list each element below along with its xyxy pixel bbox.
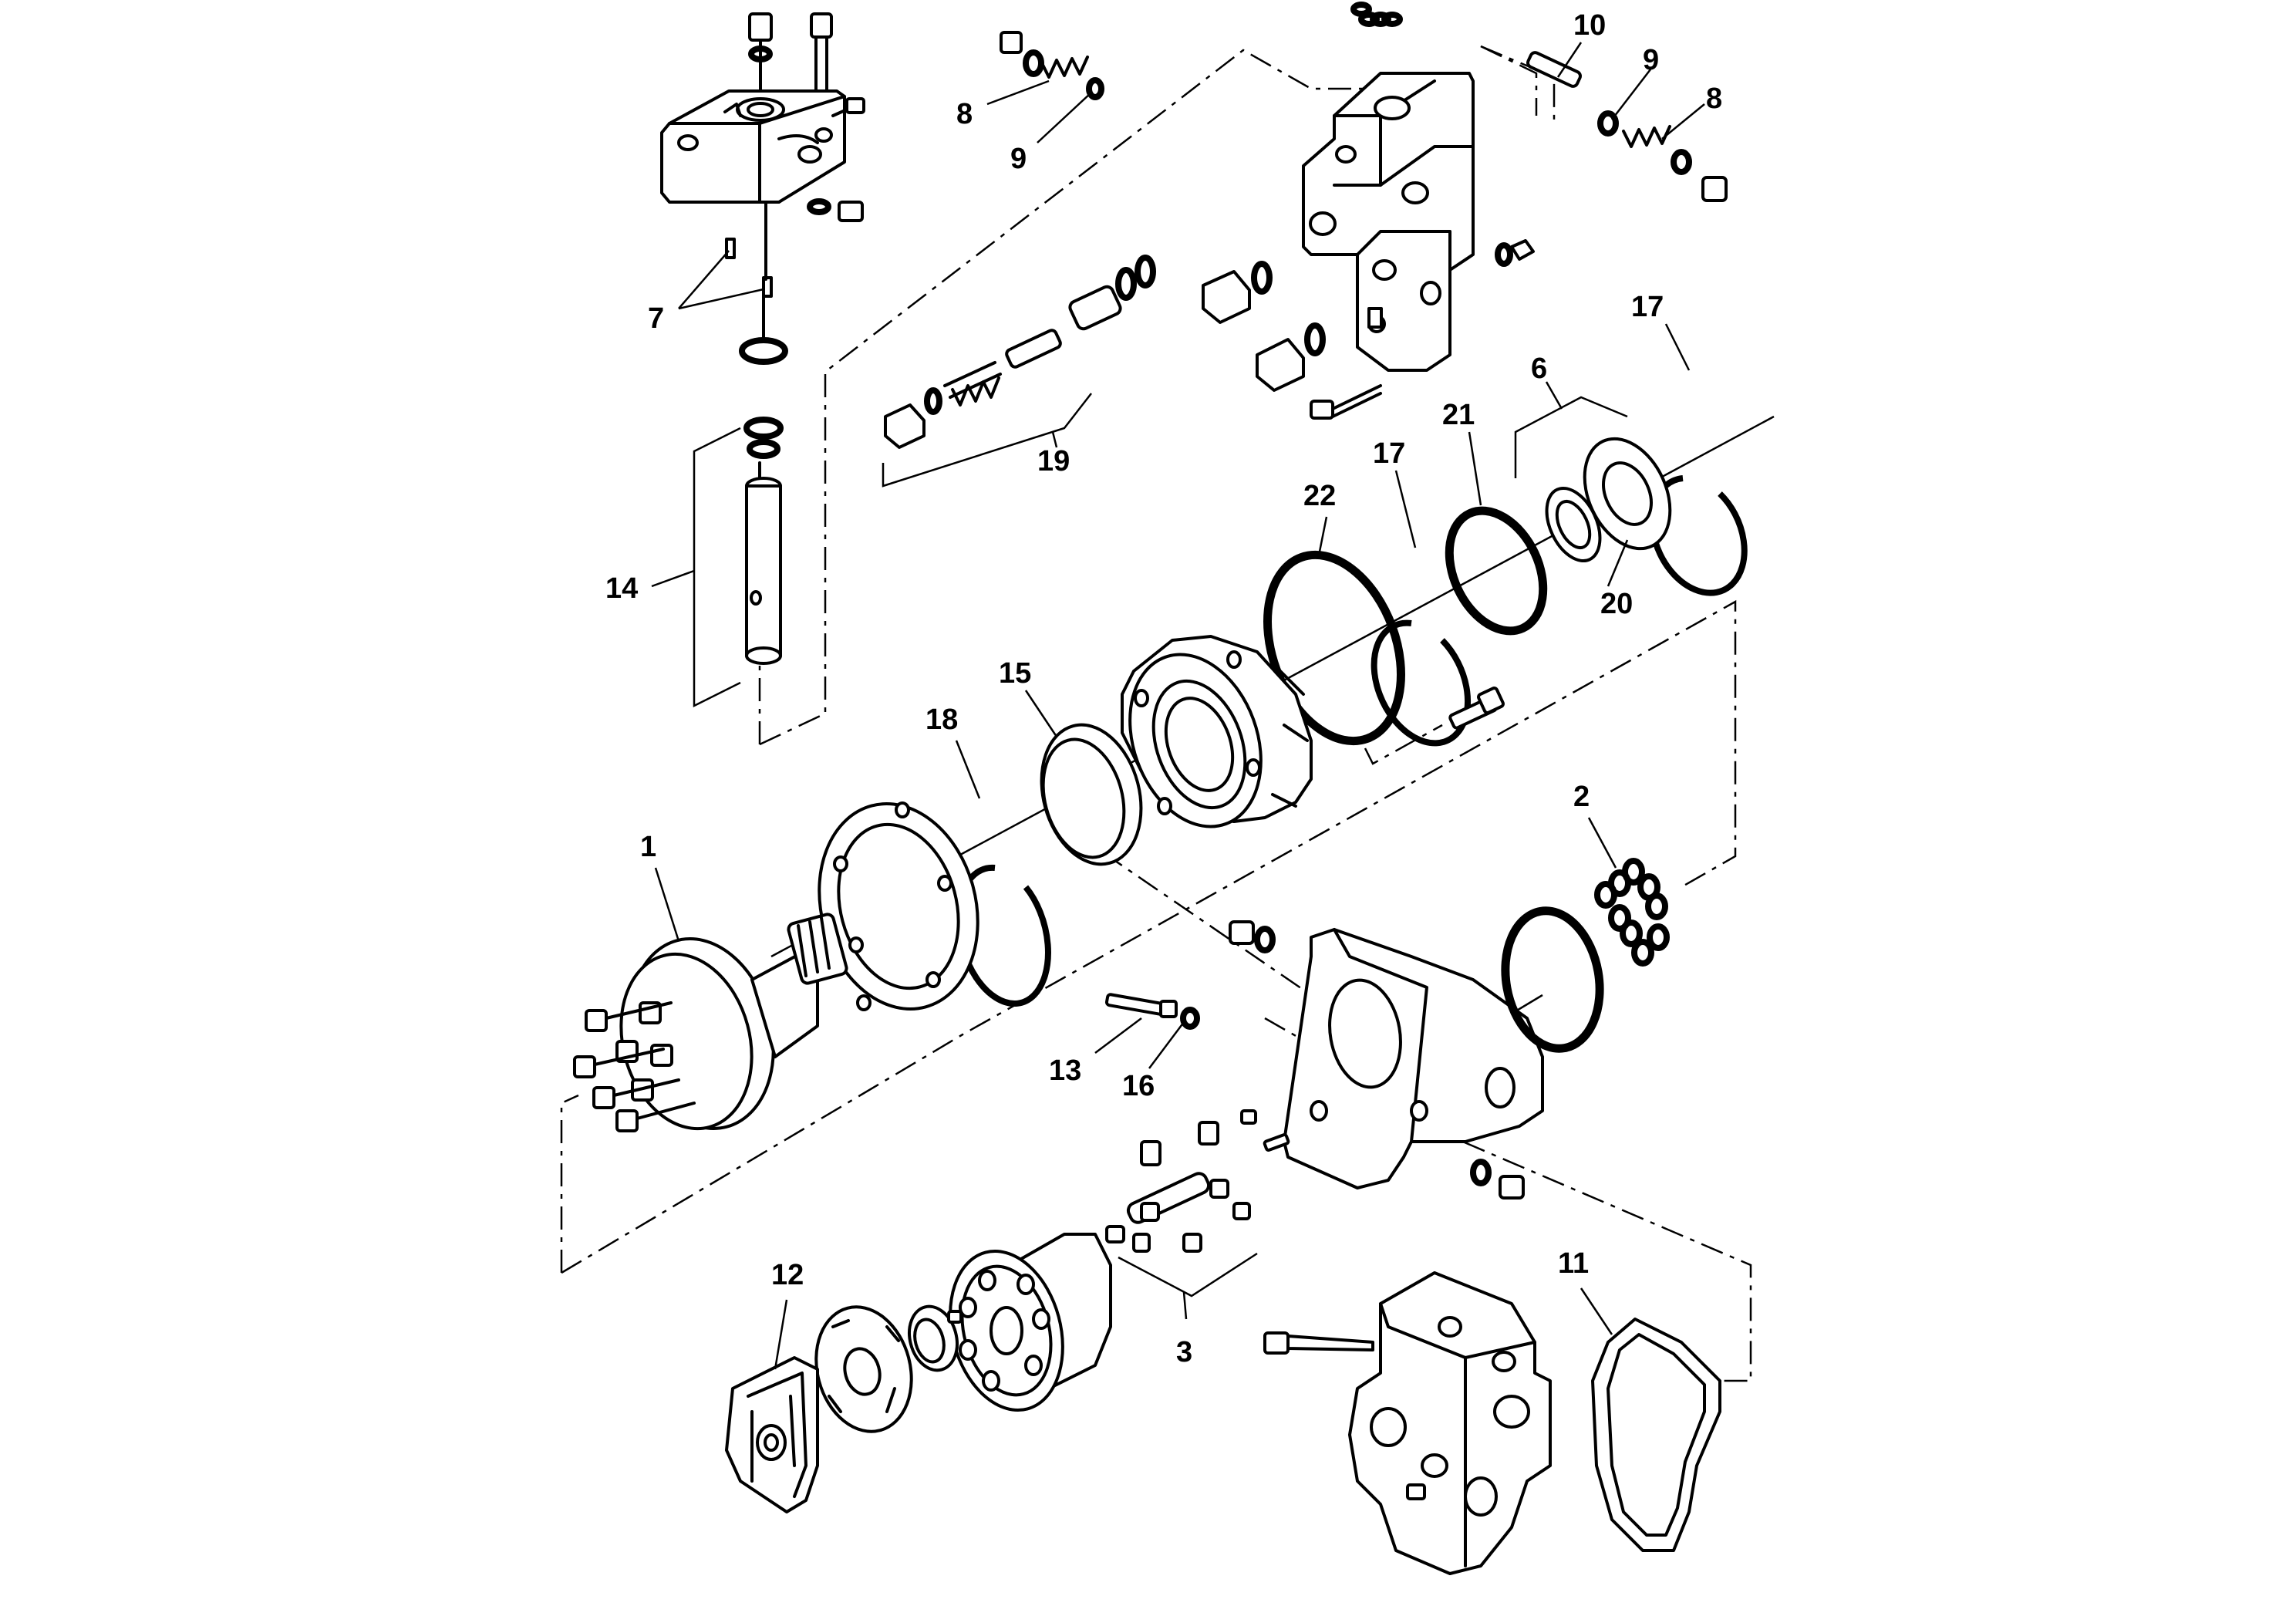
callout-8-left: 8	[956, 98, 973, 130]
leader-lines	[651, 42, 1705, 1370]
seal-stack	[1263, 437, 1748, 747]
callout-1: 1	[640, 831, 656, 863]
gasket	[1591, 1318, 1721, 1552]
callout-11: 11	[1558, 1247, 1589, 1280]
callout-19: 19	[1037, 445, 1070, 477]
pump-flange-housing	[1104, 858, 1670, 1200]
retaining-rings	[818, 723, 1143, 1011]
callout-10: 10	[1573, 9, 1606, 42]
callout-9-right: 9	[1643, 44, 1659, 76]
callout-21: 21	[1442, 399, 1475, 431]
motor-housing	[1121, 635, 1505, 828]
callout-13: 13	[1049, 1054, 1081, 1087]
callout-14: 14	[605, 572, 638, 605]
port-plate	[725, 1356, 819, 1513]
callout-9-left: 9	[1010, 143, 1027, 175]
cylinder-block	[814, 1233, 1112, 1433]
universal-joint	[1105, 1121, 1251, 1253]
callout-8-right: 8	[1706, 83, 1722, 115]
callout-2: 2	[1573, 781, 1590, 813]
control-cover	[660, 12, 865, 665]
output-shaft-assembly	[573, 913, 848, 1132]
callout-15: 15	[999, 657, 1031, 690]
o-ring-set	[1594, 858, 1670, 967]
end-cap	[1263, 1271, 1552, 1575]
callout-6: 6	[1531, 353, 1547, 385]
callout-22: 22	[1303, 480, 1336, 512]
callout-17-mid: 17	[1373, 437, 1405, 470]
callout-17-right: 17	[1631, 291, 1664, 323]
valve-block	[884, 2, 1728, 449]
callout-12: 12	[771, 1259, 804, 1291]
callout-7: 7	[648, 302, 664, 335]
callout-labels: 1 2 3 6 7 8 8 9 9 10 11 12 13 14 15 16 1…	[605, 9, 1722, 1368]
shaft-bolts	[573, 1001, 696, 1132]
callout-20: 20	[1600, 588, 1633, 620]
callout-3: 3	[1176, 1336, 1192, 1368]
callout-16: 16	[1122, 1070, 1155, 1102]
callout-18: 18	[925, 704, 958, 736]
